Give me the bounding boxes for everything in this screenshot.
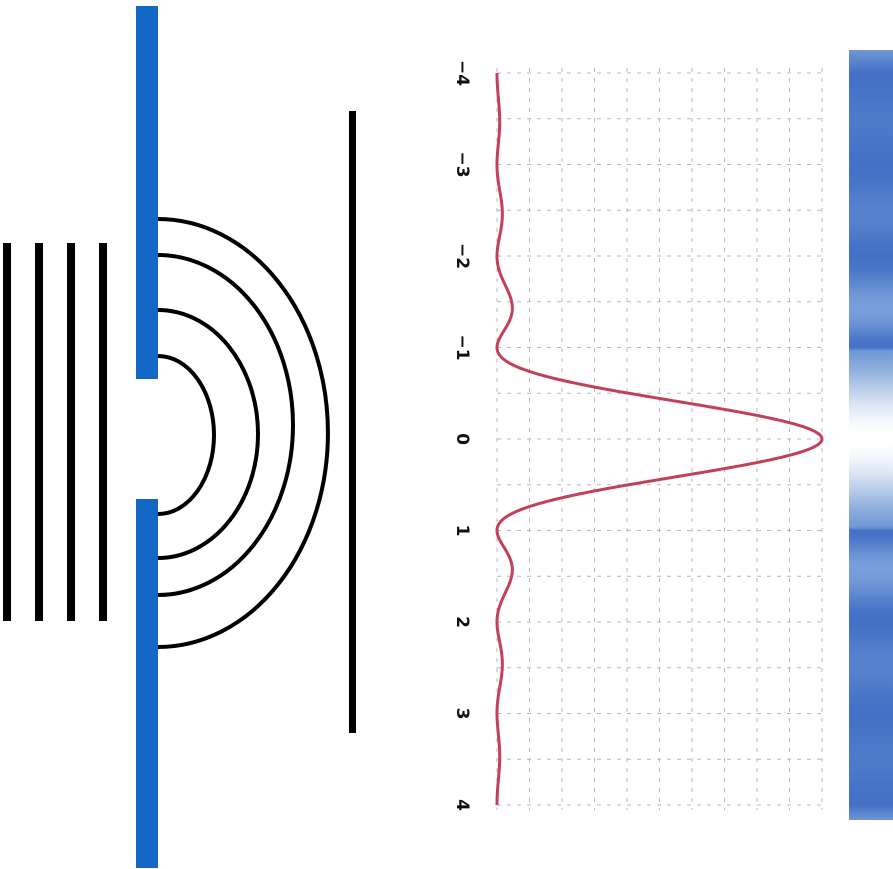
diffracted-wavefront	[157, 308, 260, 560]
intensity-chart: −4 −3 −2 −1 0 1 2 3 4	[452, 60, 827, 811]
incoming-wavefront	[67, 243, 75, 621]
diffracted-wavefront	[157, 354, 216, 516]
tick-label: 3	[452, 708, 472, 720]
incoming-wavefront	[99, 243, 107, 621]
barrier-lower	[136, 499, 158, 868]
intensity-band	[849, 50, 893, 820]
tick-label: 4	[452, 799, 472, 811]
tick-label: 1	[452, 525, 472, 537]
incoming-wavefront	[35, 243, 43, 621]
barrier-upper	[136, 6, 158, 379]
diffracted-wavefront	[157, 217, 330, 649]
diffracted-wavefronts	[157, 217, 330, 649]
tick-label: −1	[452, 334, 472, 360]
tick-labels: −4 −3 −2 −1 0 1 2 3 4	[452, 60, 472, 811]
slit-barrier	[136, 6, 158, 868]
screen-line	[349, 111, 356, 733]
tick-label: 2	[452, 616, 472, 628]
tick-label: −4	[452, 60, 472, 86]
diffracted-wavefront	[157, 253, 295, 597]
chart-grid	[496, 68, 827, 810]
tick-label: 0	[452, 433, 472, 445]
tick-label: −2	[452, 243, 472, 269]
incoming-wavefront	[3, 243, 11, 621]
incoming-wavefronts	[3, 243, 107, 621]
intensity-curve	[495, 73, 824, 805]
tick-label: −3	[452, 151, 472, 177]
